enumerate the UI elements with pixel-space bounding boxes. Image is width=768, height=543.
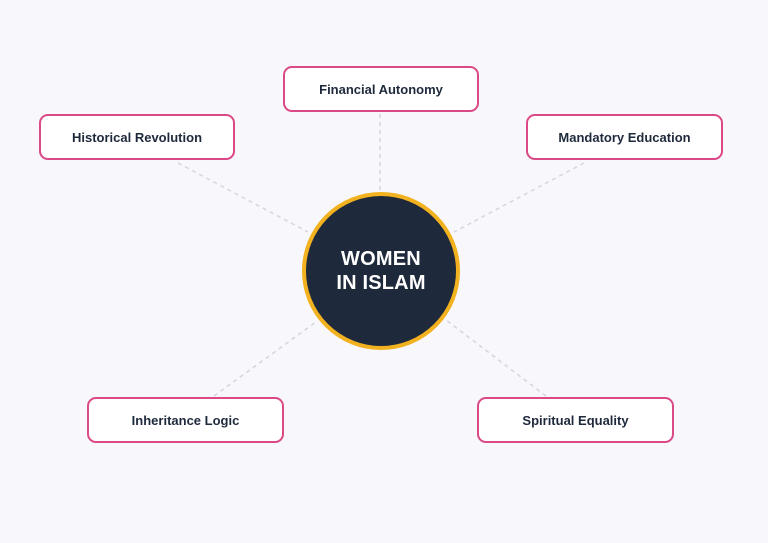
connector-mandatory-education <box>453 162 585 233</box>
node-inheritance-logic: Inheritance Logic <box>87 397 284 443</box>
central-topic-line-1: WOMEN <box>341 248 421 270</box>
node-label: Mandatory Education <box>558 129 691 145</box>
central-topic-title: WOMEN IN ISLAM <box>321 247 441 295</box>
central-topic-circle: WOMEN IN ISLAM <box>302 192 460 350</box>
central-topic-line-2: IN ISLAM <box>336 272 426 294</box>
node-mandatory-education: Mandatory Education <box>526 114 723 160</box>
node-label: Historical Revolution <box>71 129 203 145</box>
connector-historical-revolution <box>177 162 309 233</box>
node-label: Financial Autonomy <box>319 81 443 97</box>
node-historical-revolution: Historical Revolution <box>39 114 235 160</box>
node-label: Inheritance Logic <box>131 412 240 428</box>
node-spiritual-equality: Spiritual Equality <box>477 397 674 443</box>
node-financial-autonomy: Financial Autonomy <box>283 66 479 112</box>
node-label: Spiritual Equality <box>522 412 629 428</box>
connector-spiritual-equality <box>445 319 547 397</box>
connector-inheritance-logic <box>213 321 317 397</box>
